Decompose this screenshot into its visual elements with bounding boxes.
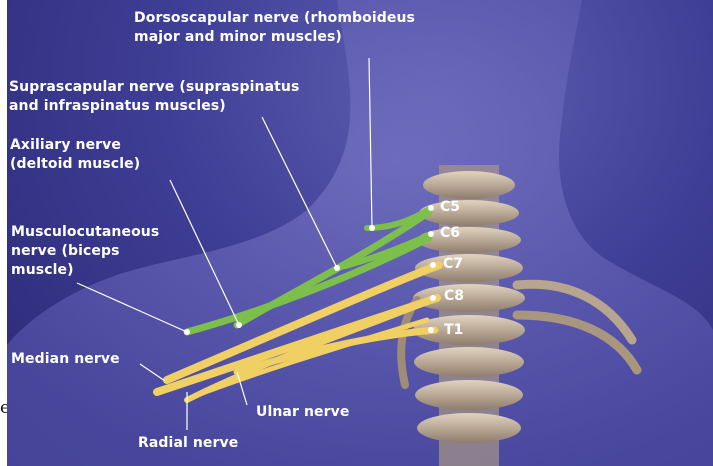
median-nerve-label: Median nerve xyxy=(11,350,120,369)
root-c6-label: C6 xyxy=(440,225,460,241)
root-c8-label: C8 xyxy=(444,288,464,304)
musculocutaneous-nerve-label: Musculocutaneous nerve (biceps muscle) xyxy=(11,223,159,280)
suprascapular-nerve-label: Suprascapular nerve (supraspinatus and i… xyxy=(9,78,299,116)
dorsoscapular-nerve-label: Dorsoscapular nerve (rhomboideus major a… xyxy=(134,9,415,47)
root-t1-label: T1 xyxy=(444,322,463,338)
radial-nerve-label: Radial nerve xyxy=(138,434,238,453)
ulnar-nerve-label: Ulnar nerve xyxy=(256,403,349,422)
anatomy-illustration: Dorsoscapular nerve (rhomboideus major a… xyxy=(7,0,713,466)
axillary-nerve-label: Axiliary nerve (deltoid muscle) xyxy=(10,136,140,174)
root-c7-label: C7 xyxy=(443,256,463,272)
root-c5-label: C5 xyxy=(440,199,460,215)
